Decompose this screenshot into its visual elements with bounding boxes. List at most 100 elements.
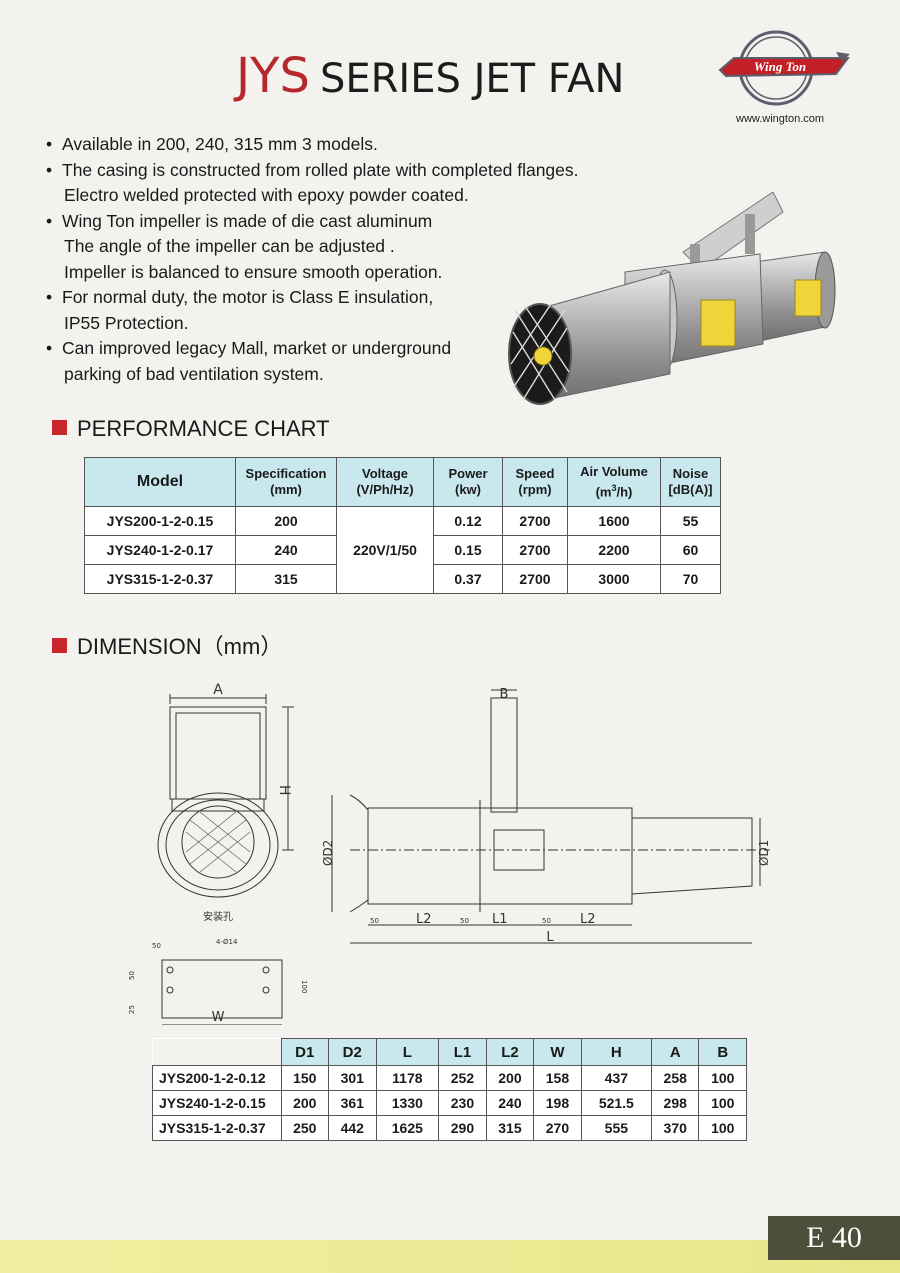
label-l2-b: L2 [580, 912, 596, 927]
table-header-cell: D1 [280, 1038, 329, 1066]
table-cell: 298 [650, 1090, 700, 1116]
section-marker [52, 638, 67, 653]
col-spec: Specification(mm) [235, 457, 337, 507]
logo-text: Wing Ton [754, 59, 806, 74]
performance-table: Model Specification(mm) Voltage(V/Ph/Hz)… [84, 457, 721, 594]
table-cell: 521.5 [580, 1090, 652, 1116]
table-cell: 1330 [375, 1090, 440, 1116]
label-l: L [546, 930, 554, 945]
col-noise: Noise[dB(A)] [660, 457, 721, 507]
table-cell: 301 [328, 1065, 377, 1091]
table-cell: JYS200-1-2-0.12 [152, 1065, 282, 1091]
label-holes: 4-Ø14 [216, 938, 238, 946]
label-fifty-b: 50 [460, 917, 469, 925]
label-d1: ØD1 [757, 840, 771, 866]
performance-chart-heading: PERFORMANCE CHART [52, 416, 330, 442]
table-header-cell: L1 [438, 1038, 487, 1066]
table-cell: 2700 [502, 535, 568, 565]
section-marker [52, 420, 67, 435]
table-header-cell: H [580, 1038, 652, 1066]
table-cell: 70 [660, 564, 721, 594]
table-cell: 55 [660, 506, 721, 536]
label-twentyfive: 25 [128, 1005, 136, 1014]
wington-logo: Wing Ton [718, 30, 850, 106]
table-cell: 315 [485, 1115, 535, 1141]
label-fifty-a: 50 [370, 917, 379, 925]
table-cell: 252 [438, 1065, 487, 1091]
table-cell: JYS315-1-2-0.37 [84, 564, 236, 594]
label-l2-a: L2 [416, 912, 432, 927]
dimension-drawing: A H 安装孔 50 4-Ø14 100 50 25 W B ØD2 ØD1 5… [128, 682, 771, 1025]
table-header-cell: B [698, 1038, 747, 1066]
voltage-cell: 220V/1/50 [336, 506, 434, 594]
jet-fan-photo [508, 192, 836, 405]
table-header-cell: D2 [328, 1038, 377, 1066]
col-power: Power(kw) [433, 457, 503, 507]
website-url: www.wington.com [736, 113, 825, 125]
table-cell: 240 [235, 535, 337, 565]
table-cell: 1178 [375, 1065, 440, 1091]
table-cell: 370 [650, 1115, 700, 1141]
table-cell: 230 [438, 1090, 487, 1116]
table-cell: 2700 [502, 564, 568, 594]
label-w: W [212, 1010, 225, 1025]
dimension-heading-text: DIMENSION（mm） [77, 634, 283, 659]
table-cell: 100 [698, 1090, 747, 1116]
table-cell: 442 [328, 1115, 377, 1141]
table-cell: 158 [533, 1065, 582, 1091]
feature-line: The angle of the impeller can be adjuste… [64, 236, 395, 256]
table-cell: JYS315-1-2-0.37 [152, 1115, 282, 1141]
title-rest: SERIES JET FAN [319, 56, 625, 102]
table-cell: 3000 [567, 564, 661, 594]
label-d2: ØD2 [321, 840, 335, 866]
table-cell: 1625 [375, 1115, 440, 1141]
table-cell: 200 [235, 506, 337, 536]
label-mount-hole: 安装孔 [203, 910, 233, 923]
table-cell: 270 [533, 1115, 582, 1141]
col-air-volume: Air Volume(m3/h) [567, 457, 661, 507]
feature-item: Available in 200, 240, 315 mm 3 models. [44, 132, 664, 158]
table-cell: 60 [660, 535, 721, 565]
footer-bar [0, 1240, 900, 1273]
label-l1: L1 [492, 912, 508, 927]
feature-line: Can improved legacy Mall, market or unde… [62, 338, 452, 358]
label-b: B [500, 687, 509, 702]
feature-line: Impeller is balanced to ensure smooth op… [64, 261, 443, 282]
table-cell: 198 [533, 1090, 582, 1116]
performance-heading-text: PERFORMANCE CHART [77, 416, 330, 441]
feature-line: For normal duty, the motor is Class E in… [62, 287, 434, 307]
table-cell: 361 [328, 1090, 377, 1116]
table-cell: 0.12 [433, 506, 503, 536]
table-cell: 555 [580, 1115, 652, 1141]
dimension-heading: DIMENSION（mm） [52, 634, 282, 660]
feature-line: parking of bad ventilation system. [64, 363, 324, 384]
feature-line: Wing Ton impeller is made of die cast al… [62, 210, 433, 231]
table-cell: 100 [698, 1115, 747, 1141]
table-header-cell: A [650, 1038, 700, 1066]
feature-list: Available in 200, 240, 315 mm 3 models. … [44, 132, 664, 387]
feature-item: Can improved legacy Mall, market or unde… [44, 336, 664, 387]
table-cell: 200 [485, 1065, 535, 1091]
table-header-cell: L [375, 1038, 440, 1066]
table-cell: 2200 [567, 535, 661, 565]
label-fifty-side: 50 [128, 971, 136, 980]
col-voltage: Voltage(V/Ph/Hz) [336, 457, 434, 507]
table-header-cell: L2 [485, 1038, 535, 1066]
feature-item: Wing Ton impeller is made of die cast al… [44, 209, 664, 286]
feature-line: The casing is constructed from rolled pl… [62, 159, 579, 180]
col-model: Model [84, 457, 236, 507]
table-cell: 200 [280, 1090, 329, 1116]
table-cell: 2700 [502, 506, 568, 536]
table-cell: 437 [580, 1065, 652, 1091]
table-cell: 258 [650, 1065, 700, 1091]
table-cell: JYS240-1-2-0.17 [84, 535, 236, 565]
page-number: E 40 [768, 1216, 900, 1260]
table-cell: 100 [698, 1065, 747, 1091]
table-cell: 150 [280, 1065, 329, 1091]
